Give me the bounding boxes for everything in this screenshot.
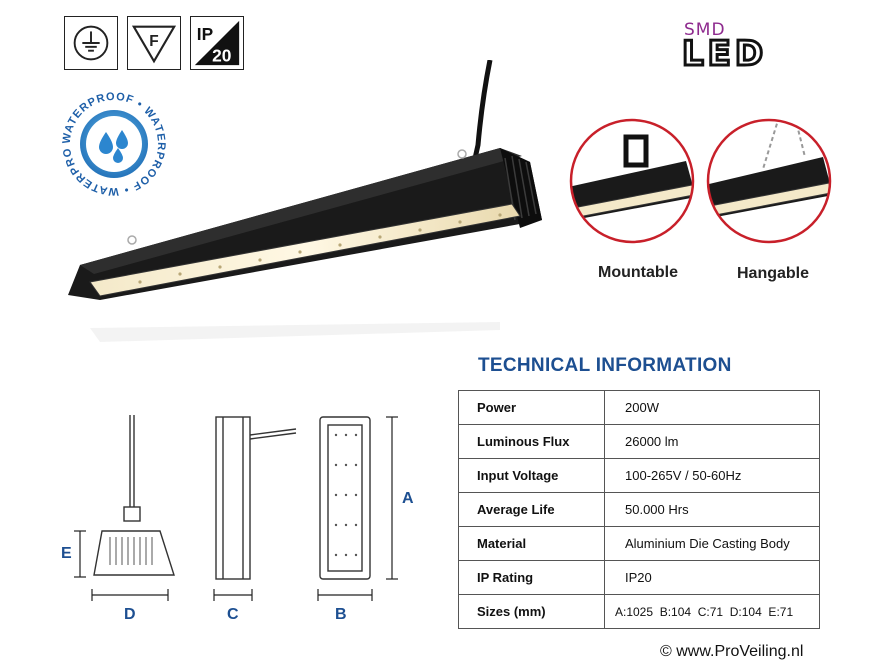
spec-row: Input Voltage 100-265V / 50-60Hz [458,458,820,493]
waterproof-badge: WATERPROOF • WATERPROOF • WATERPROOF • [57,83,166,197]
dimension-label-b: B [335,606,347,623]
hangable-label: Hangable [736,265,809,282]
watermark-text: © www.ProVeiling.nl [660,643,804,660]
spec-key: Average Life [458,492,605,527]
spec-row: Sizes (mm) A:1025 B:104 C:71 D:104 E:71 [458,594,820,629]
mountable-label: Mountable [598,264,678,281]
spec-value: IP20 [604,560,820,595]
dimension-drawing [56,405,428,635]
spec-value: 50.000 Hrs [604,492,820,527]
ip20-icon: IP 20 [190,16,244,70]
spec-key: IP Rating [458,560,605,595]
f-mark-triangle-icon: F [127,16,181,70]
ip-text: IP [197,24,213,44]
spec-key: Luminous Flux [458,424,605,459]
technical-title: TECHNICAL INFORMATION [478,355,732,376]
spec-row: Material Aluminium Die Casting Body [458,526,820,561]
mountable-zoom-image [568,117,696,245]
f-mark-text: F [149,33,158,50]
spec-row: Power 200W [458,390,820,425]
spec-value: 100-265V / 50-60Hz [604,458,820,493]
brand-smd: SMD [684,20,726,40]
spec-value: 200W [604,390,820,425]
ip-number-text: 20 [212,45,231,65]
spec-row: IP Rating IP20 [458,560,820,595]
hangable-zoom-image [705,117,833,245]
spec-value: 26000 lm [604,424,820,459]
dimension-label-d: D [124,606,136,623]
spec-key: Input Voltage [458,458,605,493]
spec-key: Material [458,526,605,561]
lamp-image [60,59,550,360]
spec-key: Power [458,390,605,425]
spec-row: Average Life 50.000 Hrs [458,492,820,527]
ground-symbol-icon [64,16,118,70]
dimension-label-c: C [227,606,239,623]
spec-row: Luminous Flux 26000 lm [458,424,820,459]
spec-value: Aluminium Die Casting Body [604,526,820,561]
dimension-label-a: A [402,490,414,507]
spec-key: Sizes (mm) [458,594,605,629]
spec-table: Power 200W Luminous Flux 26000 lm Input … [458,390,820,629]
brand-led: LED [680,33,768,76]
dimension-label-e: E [61,545,72,562]
spec-value: A:1025 B:104 C:71 D:104 E:71 [604,594,820,629]
